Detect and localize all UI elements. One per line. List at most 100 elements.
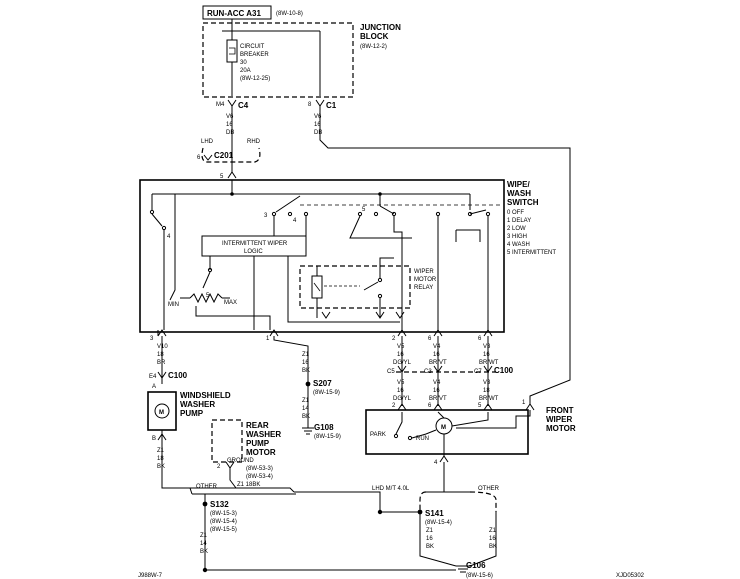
circuit-breaker-label-1: CIRCUIT xyxy=(240,44,265,50)
source-box xyxy=(202,5,272,20)
wire-v6-right-gauge: 16 xyxy=(314,122,321,128)
washer-pump-motor-icon xyxy=(154,403,170,419)
g106-ref: (8W-15-6) xyxy=(466,573,493,579)
g108-label: G108 xyxy=(314,423,334,432)
front-motor-line-1: FRONT xyxy=(546,406,574,415)
junction-block-ref: (8W-12-2) xyxy=(360,44,387,50)
relay-line-2: MOTOR xyxy=(414,277,437,283)
s132-label: S132 xyxy=(210,500,229,509)
wire-v5-color: DG/YL xyxy=(393,360,412,366)
wire-v4-color: BR/VT xyxy=(429,360,447,366)
wiper-switch-pos-0: 0 OFF xyxy=(507,210,524,216)
wire-v4b-gauge: 16 xyxy=(433,388,440,394)
c100-left-label: C100 xyxy=(168,371,188,380)
circuit-breaker-label-2: BREAKER xyxy=(240,52,269,58)
footer-right-code: XJD05302 xyxy=(616,573,645,579)
sw-pin-1: 1 xyxy=(266,336,270,342)
wire-z1e-circuit: Z1 xyxy=(426,528,434,534)
wire-v3-gauge: 16 xyxy=(483,352,490,358)
sw-pin-4-left: 4 xyxy=(167,234,171,240)
wire-z1a-circuit: Z1 xyxy=(302,352,310,358)
g106-ground-icon xyxy=(456,565,470,573)
g108-ref: (8W-15-9) xyxy=(314,434,341,440)
front-motor-pin-6: 6 xyxy=(428,403,432,409)
c100-left-pin: A xyxy=(152,384,156,390)
wire-v10-gauge: 18 xyxy=(157,352,164,358)
rear-pump-box xyxy=(211,419,243,463)
circuit-breaker-label-3: 30 xyxy=(240,60,247,66)
wire-z1a-gauge: 16 xyxy=(302,360,309,366)
sw-pin-6b: 6 xyxy=(478,336,482,342)
washer-pump-line-2: WASHER xyxy=(180,400,215,409)
svg-text:M: M xyxy=(159,410,164,416)
pot-max: MAX xyxy=(224,300,237,306)
potentiometer-symbol xyxy=(189,292,223,304)
c100-right-label: C100 xyxy=(494,366,514,375)
rear-pump-line-3: PUMP xyxy=(246,439,270,448)
rear-pump-line-2: WASHER xyxy=(246,430,281,439)
c1-pin: 8 xyxy=(308,102,312,108)
wire-v6-left-gauge: 16 xyxy=(226,122,233,128)
wiper-switch-pos-1: 1 DELAY xyxy=(507,218,531,224)
wire-z1a-color: BK xyxy=(302,368,310,374)
wire-v4b-circuit: V4 xyxy=(433,380,441,386)
c201-pin5-icon xyxy=(227,171,237,179)
rear-pump-ref-1: (8W-53-3) xyxy=(246,466,273,472)
sw-pin-4a: 4 xyxy=(293,218,297,224)
sw-pin-3a: 3 xyxy=(264,213,268,219)
s132-ref-3: (8W-15-5) xyxy=(210,527,237,533)
wire-v10-color: BR xyxy=(157,360,166,366)
rear-pump-line-4: MOTOR xyxy=(246,448,276,457)
c100-right-p2: C3 xyxy=(424,369,432,375)
relay-line-1: WIPER xyxy=(414,269,434,275)
wire-v4b-color: BR/VT xyxy=(429,396,447,402)
wire-v6-left-color: DB xyxy=(226,130,234,136)
wire-z1d-gauge: 14 xyxy=(200,541,207,547)
wire-z1b-gauge: 14 xyxy=(302,406,309,412)
pot-num: 5 xyxy=(206,293,210,299)
c1-label: C1 xyxy=(326,101,337,110)
other-left: OTHER xyxy=(196,484,218,490)
wire-v3b-circuit: V3 xyxy=(483,380,491,386)
wire-z1b-circuit: Z1 xyxy=(302,398,310,404)
c201-lhd: LHD xyxy=(201,139,214,145)
rear-pump-line-1: REAR xyxy=(246,421,269,430)
pot-min: MIN xyxy=(168,302,179,308)
front-motor-pin-5: 5 xyxy=(478,403,482,409)
footer-left-code: J988W-7 xyxy=(138,573,163,579)
wire-z1f-color: BK xyxy=(489,544,497,550)
sw-pin-3: 3 xyxy=(150,336,154,342)
c4-pin: M4 xyxy=(216,102,225,108)
wire-z1c-circuit: Z1 xyxy=(157,448,165,454)
intermittent-logic-line-2: LOGIC xyxy=(244,249,263,255)
c201-pin-left: 6 xyxy=(197,155,201,161)
wire-v3b-color: BR/WT xyxy=(479,396,499,402)
c201-label: C201 xyxy=(214,151,234,160)
wire-v5-gauge: 16 xyxy=(397,352,404,358)
g106-label: G106 xyxy=(466,561,486,570)
front-motor-pin-2: 2 xyxy=(392,403,396,409)
wire-z1d-circuit: Z1 xyxy=(200,533,208,539)
circuit-breaker-label-5: (8W-12-25) xyxy=(240,76,270,82)
c201-connector-icon xyxy=(203,154,213,161)
wire-z1f-gauge: 16 xyxy=(489,536,496,542)
wire-v4-gauge: 16 xyxy=(433,352,440,358)
sw-pin-2: 2 xyxy=(392,336,396,342)
circuit-breaker-label-4: 20A xyxy=(240,68,251,74)
wiper-switch-box xyxy=(139,179,505,333)
rear-pump-ref-2: (8W-53-4) xyxy=(246,474,273,480)
wiper-switch-pos-2: 2 LOW xyxy=(507,226,526,232)
wire-v5b-gauge: 16 xyxy=(397,388,404,394)
wiper-switch-pos-5: 5 INTERMITTENT xyxy=(507,250,556,256)
wire-v6-right-circuit: V6 xyxy=(314,114,322,120)
wire-v5b-circuit: V5 xyxy=(397,380,405,386)
g108-ground-icon xyxy=(302,427,314,435)
front-motor-line-2: WIPER xyxy=(546,415,572,424)
c4-connector-icon xyxy=(227,99,237,107)
wire-v3-circuit: V3 xyxy=(483,344,491,350)
wire-z1d-color: BK xyxy=(200,549,208,555)
junction-block-title-2: BLOCK xyxy=(360,32,389,41)
wire-v3-color: BR/WT xyxy=(479,360,499,366)
front-motor-pin-1: 1 xyxy=(522,400,526,406)
rear-pump-wire: Z1 18BK xyxy=(237,482,260,488)
